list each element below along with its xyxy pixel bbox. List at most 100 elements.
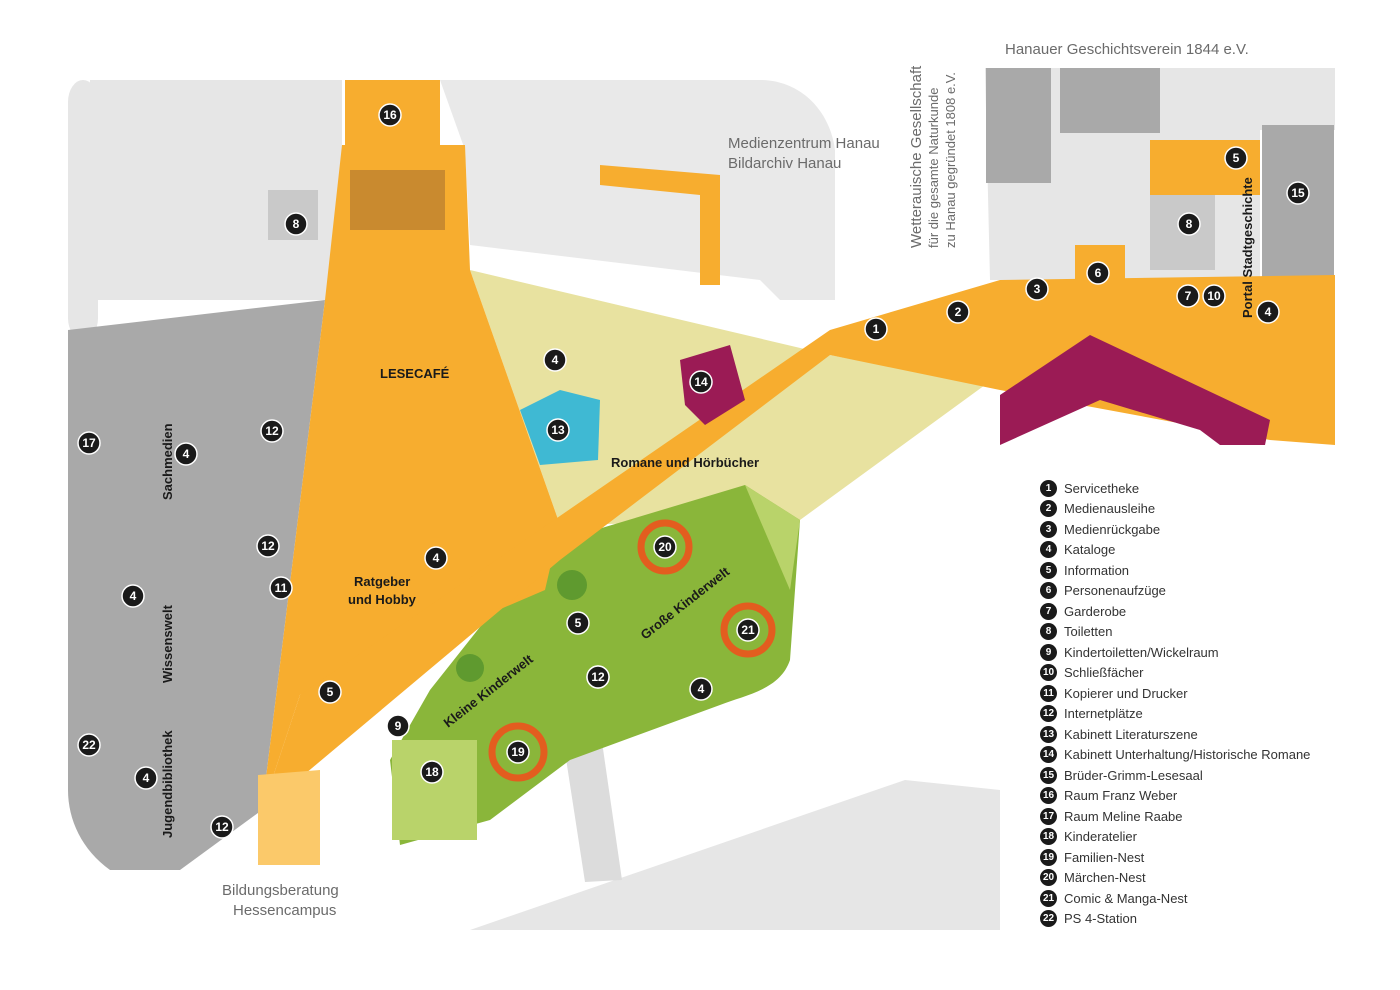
marker-circle: [121, 584, 145, 608]
legend-number: 10: [1040, 664, 1057, 682]
marker-circle: [378, 103, 402, 127]
legend-label: Kinderatelier: [1064, 829, 1137, 845]
legend-number: 5: [1040, 561, 1057, 579]
legend-number: 15: [1040, 766, 1057, 784]
marker-circle: [77, 431, 101, 455]
marker-12: 12: [586, 665, 610, 689]
legend-number: 11: [1040, 684, 1057, 702]
wetterau-rooms: [986, 68, 1051, 183]
label-bildarchiv: Bildarchiv Hanau: [728, 155, 841, 172]
marker-1: 1: [864, 317, 888, 341]
marker-circle: [318, 680, 342, 704]
zone-lesecafe: LESECAFÉ: [380, 366, 450, 381]
marker-label: 21: [741, 623, 755, 637]
west-offices-2: [68, 80, 98, 340]
marker-label: 8: [1186, 217, 1193, 231]
label-hessencampus: Hessencampus: [233, 902, 336, 919]
marker-4: 4: [121, 584, 145, 608]
marker-16: 16: [378, 103, 402, 127]
marker-circle: [420, 760, 444, 784]
marker-circle: [566, 611, 590, 635]
marker-label: 6: [1095, 266, 1102, 280]
legend-label: Internetplätze: [1064, 706, 1143, 722]
legend-label: Information: [1064, 562, 1130, 578]
label-hanauer: Hanauer Geschichtsverein 1844 e.V.: [1005, 41, 1249, 58]
entrance-wedge: [1000, 335, 1270, 445]
marker-label: 2: [955, 305, 962, 319]
marker-circle: [1177, 212, 1201, 236]
marker-5: 5: [1224, 146, 1248, 170]
legend-number: 4: [1040, 541, 1057, 559]
outdoor-plaza: [470, 780, 1000, 930]
marker-label: 20: [658, 540, 672, 554]
legend-number: 19: [1040, 848, 1057, 866]
label-wetterau-2: für die gesamte Naturkunde: [926, 88, 941, 248]
legend-number: 7: [1040, 602, 1057, 620]
main-diagonal: [262, 275, 1335, 810]
marker-label: 5: [1233, 151, 1240, 165]
legend-item: 1 Servicetheke: [1040, 478, 1380, 499]
marker-label: 1: [873, 322, 880, 336]
marker-label: 4: [552, 353, 559, 367]
zone-romane: Romane und Hörbücher: [611, 455, 759, 470]
marker-circle: [1256, 300, 1280, 324]
legend-label: Medienrückgabe: [1064, 521, 1161, 537]
marker-5: 5: [566, 611, 590, 635]
legend-item: 5 Information: [1040, 560, 1380, 581]
marker-12: 12: [260, 419, 284, 443]
nest-21-ring: [720, 602, 776, 658]
kabinett-14-shape: [680, 345, 745, 425]
marker-label: 12: [215, 820, 229, 834]
marker-label: 22: [82, 738, 96, 752]
marker-8: 8: [284, 212, 308, 236]
marker-4: 4: [134, 766, 158, 790]
zone-ratgeber: Ratgeber: [354, 574, 410, 589]
marker-circle: [689, 677, 713, 701]
legend-number: 1: [1040, 479, 1057, 497]
legend-number: 16: [1040, 787, 1057, 805]
marker-circle: [424, 546, 448, 570]
zone-sachmedien: Sachmedien: [160, 423, 175, 500]
marker-label: 14: [694, 375, 708, 389]
legend-number: 14: [1040, 746, 1057, 764]
legend-label: Servicetheke: [1064, 480, 1140, 496]
marker-label: 9: [395, 719, 402, 733]
legend-label: Kabinett Literaturszene: [1064, 726, 1198, 742]
marker-6: 6: [1086, 261, 1110, 285]
legend-label: Familien-Nest: [1064, 849, 1145, 865]
marker-label: 19: [511, 745, 525, 759]
marker-circle: [77, 733, 101, 757]
marker-circle: [1224, 146, 1248, 170]
kinderwelt-light: [745, 485, 800, 590]
marker-label: 12: [261, 539, 275, 553]
legend-label: Kataloge: [1064, 542, 1116, 558]
marker-label: 4: [433, 551, 440, 565]
kinderatelier-room: [392, 740, 477, 840]
north-corridor: [600, 165, 720, 285]
marker-circle: [586, 665, 610, 689]
marker-circle: [260, 419, 284, 443]
marker-circle: [1025, 277, 1049, 301]
legend-label: Medienausleihe: [1064, 501, 1156, 517]
marker-7: 7: [1176, 284, 1200, 308]
marker-label: 4: [1265, 305, 1272, 319]
marker-label: 12: [265, 424, 279, 438]
marker-circle: [174, 442, 198, 466]
marker-4: 4: [424, 546, 448, 570]
label-bildungsberatung: Bildungsberatung: [222, 882, 339, 899]
marker-4: 4: [174, 442, 198, 466]
label-wetterau: Wetterauische Gesellschaft: [908, 65, 925, 248]
marker-label: 18: [425, 765, 439, 779]
marker-label: 17: [82, 436, 96, 450]
legend-label: PS 4-Station: [1064, 911, 1137, 927]
legend-item: 4 Kataloge: [1040, 540, 1380, 561]
